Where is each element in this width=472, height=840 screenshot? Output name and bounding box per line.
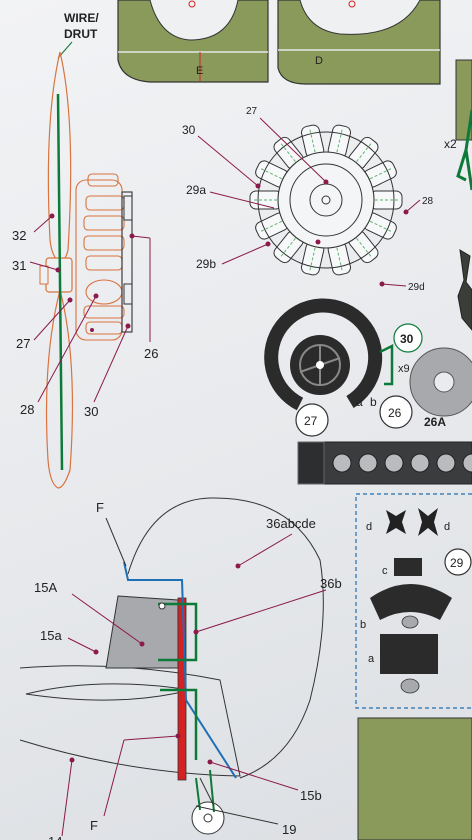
wire-30 (379, 343, 394, 386)
wire-label-line2: DRUT (64, 27, 98, 41)
engine-fold-line (309, 127, 317, 158)
label-e: E (196, 65, 203, 77)
part-d: D (277, 0, 441, 85)
part-e: E (117, 0, 269, 83)
engine-fold-line (353, 141, 373, 166)
circle-label-30: 30 (400, 332, 414, 346)
strip-hole (358, 453, 378, 473)
wire-label-line1: WIRE/ (64, 11, 99, 25)
tail-label-36abcde: 36abcde (266, 516, 316, 531)
circle-26 (379, 395, 413, 429)
label-31: 31 (12, 258, 26, 273)
label-26: 26 (144, 346, 158, 361)
tail-label-15a: 15a (40, 628, 62, 643)
engine-label-28: 28 (422, 196, 434, 207)
engine-fold-line (335, 127, 343, 158)
detail-label-b: b (360, 619, 366, 631)
cowl-label-a: a (356, 395, 363, 409)
landing-gear-dark-part (457, 249, 472, 331)
engine-label-29d: 29d (408, 282, 425, 293)
engine-label-27: 27 (246, 106, 258, 117)
detail-label-d2: d (444, 521, 450, 533)
detail-parts (370, 508, 452, 694)
tail-label-15A: 15A (34, 580, 57, 595)
label-28: 28 (20, 402, 34, 417)
label-30: 30 (84, 404, 98, 419)
engine-side-view (75, 173, 133, 341)
label-x9: x9 (398, 363, 410, 375)
tail-label-14: 14 (48, 834, 62, 840)
engine-fold-line (353, 234, 373, 259)
engine-label-29a: 29a (186, 183, 206, 197)
detail-label-c: c (382, 565, 388, 577)
circle-29 (444, 548, 472, 576)
tail-label-36b: 36b (320, 576, 342, 591)
tail-label-f2: F (90, 818, 98, 833)
tail-label-15b: 15b (300, 788, 322, 803)
label-26a: 26A (424, 415, 446, 429)
engine-label-29b: 29b (196, 257, 216, 271)
engine-fold-line (279, 234, 299, 259)
tail-assembly (19, 497, 324, 835)
engine-fold-line (279, 141, 299, 166)
strip-hole (384, 453, 404, 473)
engine-fold-line (259, 167, 287, 182)
circle-label-27: 27 (304, 414, 318, 428)
engine-fold-line (259, 218, 287, 233)
engine-fold-line (309, 242, 317, 273)
strip-hole (332, 453, 352, 473)
cowl-ring-27 (264, 298, 383, 411)
circle-label-29: 29 (450, 556, 464, 570)
tail-label-19: 19 (282, 822, 296, 837)
label-x2: x2 (444, 137, 457, 151)
strip-hole (462, 453, 472, 473)
detail-label-d1: d (366, 521, 372, 533)
circle-label-26: 26 (388, 406, 402, 420)
detail-label-a: a (368, 653, 375, 665)
strip-26-holes (297, 441, 472, 485)
propeller-side-view (39, 51, 74, 489)
engine-fold-line (365, 218, 393, 233)
circle-30 (393, 323, 423, 353)
engine-fold-line (335, 242, 343, 273)
circle-27 (295, 403, 329, 437)
strip-hole (436, 453, 456, 473)
engine-label-30: 30 (182, 123, 196, 137)
label-d: D (315, 55, 323, 67)
tail-label-f1: F (96, 500, 104, 515)
label-27: 27 (16, 336, 30, 351)
label-32: 32 (12, 228, 26, 243)
olive-block-bottom (357, 717, 472, 840)
strip-hole (410, 453, 430, 473)
cowl-label-b: b (370, 395, 377, 409)
engine-fold-line (365, 167, 393, 182)
olive-edge-part (455, 59, 472, 141)
